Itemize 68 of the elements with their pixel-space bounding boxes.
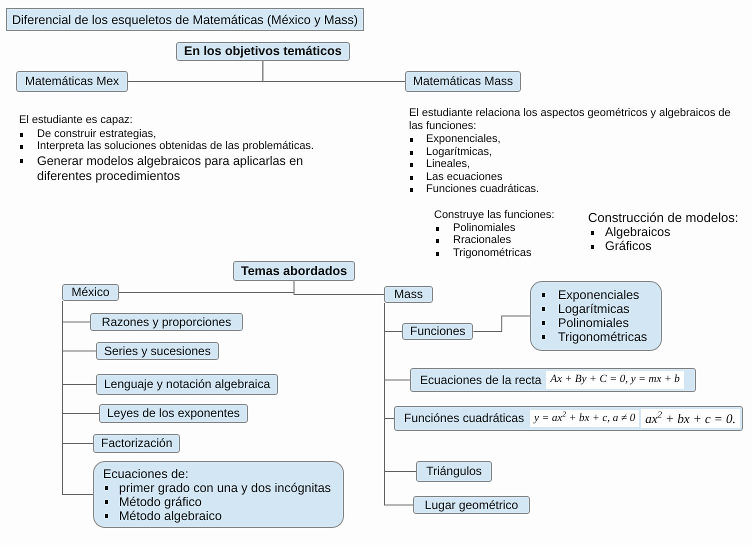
topic-label: Ecuaciones de la recta (420, 372, 542, 388)
connector-line (384, 302, 414, 506)
topic-box (416, 461, 492, 482)
list-item: Logarítmicas, (409, 146, 492, 159)
topic-label: Factorización (101, 436, 172, 451)
topic-label: Razones y proporciones (102, 314, 232, 330)
list-item: Exponenciales (540, 288, 640, 302)
topic-list-box (93, 461, 344, 528)
topic-label: Series y sucesiones (104, 344, 211, 358)
list-item: Exponenciales, (409, 133, 501, 146)
list-item: Polinomiales (435, 222, 516, 235)
list-item: Trigonométricas (540, 330, 648, 344)
topic-label: Lenguaje y notación algebraica (104, 377, 270, 392)
formula-text: ax$^{2}$ + bx + c = 0. (641, 408, 740, 428)
formula-text: y = ax$^{2}$ + bx + c, a ≠ 0 (530, 410, 640, 428)
topic-box (402, 323, 474, 340)
topic-box (99, 404, 248, 423)
list-item: Trigonométricas (435, 247, 532, 260)
topic-list-box (530, 281, 662, 351)
topic-label: Triángulos (426, 464, 482, 479)
connector-line (294, 280, 384, 295)
topic-box (93, 434, 180, 453)
list-item: De construir estrategias, (19, 128, 156, 141)
topic-label: México (71, 285, 110, 300)
topic-label: Funciónes cuadráticas (404, 411, 524, 426)
note-text: El estudiante es capaz: (19, 114, 133, 127)
topic-label: Ecuaciones de: (103, 466, 188, 480)
list-item: Logarítmicas (540, 302, 630, 316)
topic-box (394, 406, 743, 431)
list-item: Método gráfico (103, 494, 202, 508)
list-item: Rracionales (435, 234, 512, 247)
topic-box (16, 71, 128, 92)
topic-label: En los objetivos temáticos (184, 44, 342, 59)
topic-box (96, 374, 278, 395)
note-text: Construcción de modelos: (588, 210, 738, 225)
topic-label: Mass (394, 287, 423, 302)
list-item: Método algebraico (103, 508, 222, 522)
list-item: Lineales, (409, 158, 470, 171)
topic-label: Temas abordados (241, 264, 348, 278)
topic-box (96, 342, 219, 360)
note-text: Construye las funciones: (434, 209, 554, 222)
topic-box (90, 313, 243, 331)
list-item: Gráficos (590, 239, 652, 254)
list-item: Polinomiales (540, 316, 629, 330)
note-text: El estudiante relaciona los aspectos geométricos y algebraicos de las funciones: (409, 107, 732, 133)
topic-label: Funciones (410, 324, 466, 339)
topic-label: Lugar geométrico (424, 498, 518, 512)
formula-text: Ax + By + C = 0, y = mx + b (546, 371, 684, 389)
topic-box (405, 71, 522, 92)
topic-box (410, 368, 696, 392)
list-item: Las ecuaciones (409, 171, 502, 184)
connector-line (262, 60, 406, 82)
list-item: Generar modelos algebraicos para aplicarlas en diferentes procedimientos (19, 154, 309, 183)
connector-line (472, 316, 530, 332)
topic-label: Matemáticas Mass (413, 74, 514, 89)
heading-box (176, 42, 350, 61)
diagram-title: Diferencial de los esqueletos de Matemáticas (México y Mass) (6, 8, 364, 31)
topic-box (62, 284, 119, 301)
topic-box (413, 496, 530, 514)
heading-box (233, 261, 356, 281)
topic-label: Leyes de los exponentes (107, 406, 240, 421)
topic-box (384, 286, 433, 303)
list-item: Algebraicos (590, 225, 670, 240)
list-item: Funciones cuadráticas. (409, 183, 540, 196)
topic-label: Matemáticas Mex (24, 74, 120, 89)
list-item: Interpreta las soluciones obtenidas de las problemáticas. (19, 140, 314, 153)
list-item: primer grado con una y dos incógnitas (103, 480, 331, 494)
connector-line (62, 300, 94, 495)
